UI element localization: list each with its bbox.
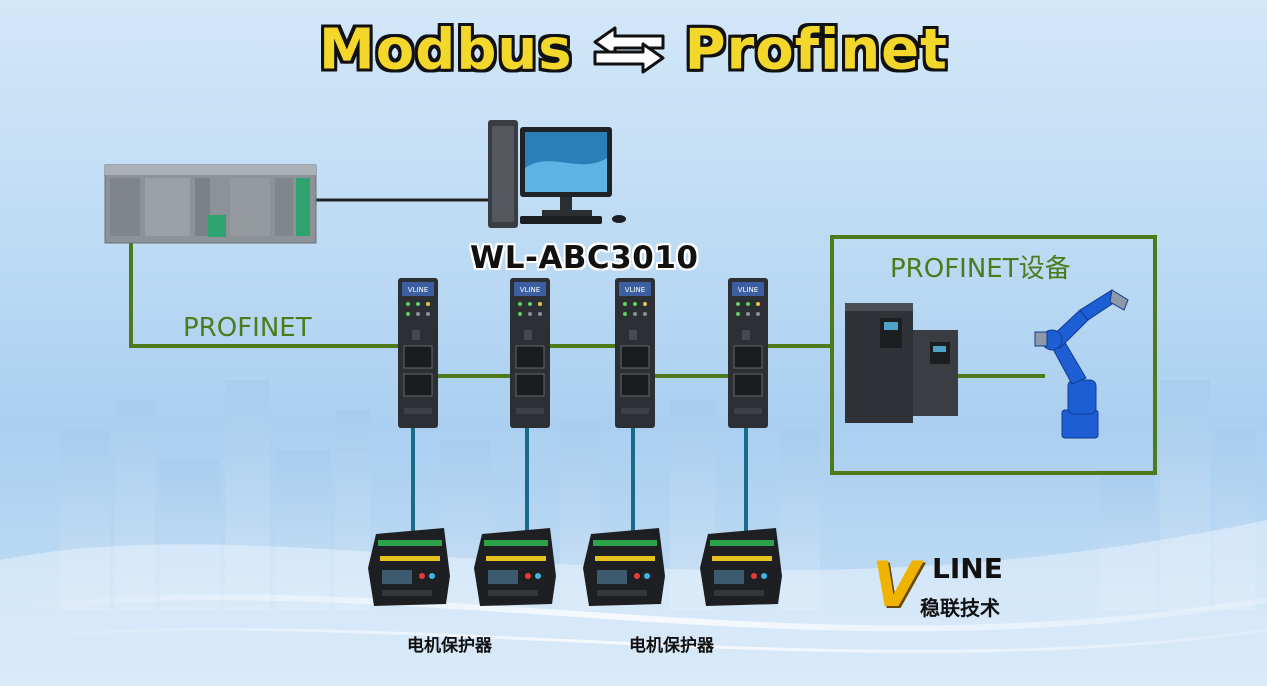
bidirectional-arrow-icon (593, 26, 665, 74)
motor-protectors (368, 528, 782, 606)
gateways: VLINE VLINE VLINE (398, 278, 768, 428)
svg-text:VLINE: VLINE (738, 286, 758, 294)
motor-protector-icon (368, 528, 450, 606)
robot-arm-icon (1034, 289, 1129, 439)
computer-icon (488, 120, 626, 228)
profinet-bus-label: PROFINET (183, 313, 312, 343)
plc-icon (104, 164, 317, 244)
gateway-icon: VLINE (728, 278, 768, 428)
gateway-icon: VLINE (398, 278, 438, 428)
svg-text:VLINE: VLINE (520, 286, 540, 294)
gateway-model-label: WL-ABC3010 (470, 240, 699, 276)
logo-text: LINE (932, 552, 1003, 585)
svg-text:VLINE: VLINE (408, 286, 428, 294)
title-left-protocol: Modbus (319, 17, 573, 83)
profinet-links (129, 235, 1157, 475)
inverter-icon (845, 303, 958, 423)
motor-protector-label: 电机保护器 (629, 636, 714, 656)
logo-company-name: 稳联技术 (920, 596, 1000, 620)
motor-protector-icon (583, 528, 665, 606)
gateway-icon: VLINE (510, 278, 550, 428)
motor-protector-icon (700, 528, 782, 606)
page-title: Modbus Profinet (0, 14, 1267, 82)
title-right-protocol: Profinet (684, 17, 948, 83)
svg-text:VLINE: VLINE (625, 286, 645, 294)
motor-protector-icon (474, 528, 556, 606)
profinet-device-group-label: PROFINET设备 (890, 254, 1071, 284)
modbus-links (411, 428, 748, 535)
motor-protector-label: 电机保护器 (407, 636, 492, 656)
logo-v-mark: V (872, 548, 920, 621)
gateway-icon: VLINE (615, 278, 655, 428)
